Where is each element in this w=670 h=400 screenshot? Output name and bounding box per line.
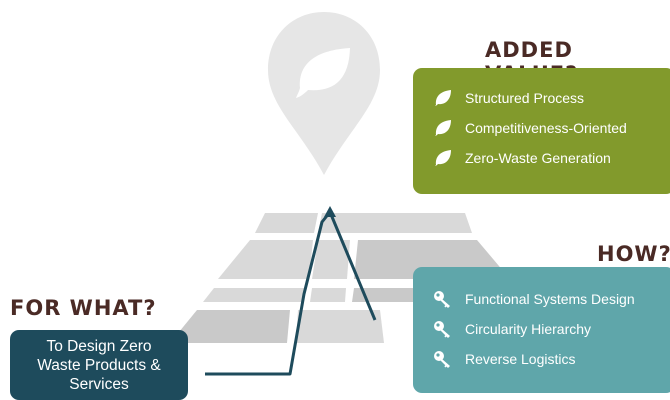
location-pin-icon <box>268 12 380 175</box>
map-tile <box>296 310 384 343</box>
heading-for-what: FOR WHAT? <box>10 296 157 320</box>
leaf-icon <box>433 148 453 168</box>
how-box: Functional Systems Design Circularity Hi… <box>413 267 670 393</box>
map-tile <box>170 310 290 343</box>
how-item: Functional Systems Design <box>433 289 635 309</box>
map-tile <box>218 240 313 279</box>
map-tile <box>255 213 318 233</box>
added-value-item: Zero-Waste Generation <box>433 148 611 168</box>
map-tile <box>203 288 306 302</box>
added-value-item: Structured Process <box>433 88 584 108</box>
added-value-box: Structured Process Competitiveness-Orien… <box>413 68 670 194</box>
how-label: Reverse Logistics <box>465 351 576 367</box>
for-what-line: To Design Zero <box>46 338 152 355</box>
how-item: Reverse Logistics <box>433 349 576 369</box>
map-tile <box>318 213 472 233</box>
how-label: Circularity Hierarchy <box>465 321 592 337</box>
leaf-icon <box>433 88 453 108</box>
map-tile <box>310 288 346 302</box>
key-icon <box>433 289 453 309</box>
arrow-head-icon <box>324 206 336 217</box>
heading-how: HOW? <box>597 242 670 266</box>
how-label: Functional Systems Design <box>465 291 635 307</box>
added-value-label: Structured Process <box>465 90 585 106</box>
for-what-line: Services <box>69 376 129 393</box>
for-what-line: Waste Products & <box>37 357 161 374</box>
key-icon <box>433 319 453 339</box>
added-value-label: Zero-Waste Generation <box>465 150 611 166</box>
for-what-box: To Design Zero Waste Products & Services <box>10 330 188 400</box>
leaf-icon <box>296 48 350 98</box>
how-item: Circularity Hierarchy <box>433 319 591 339</box>
key-icon <box>433 349 453 369</box>
added-value-item: Competitiveness-Oriented <box>433 118 627 138</box>
added-value-label: Competitiveness-Oriented <box>465 120 627 136</box>
leaf-icon <box>433 118 453 138</box>
map-tile <box>312 240 350 279</box>
